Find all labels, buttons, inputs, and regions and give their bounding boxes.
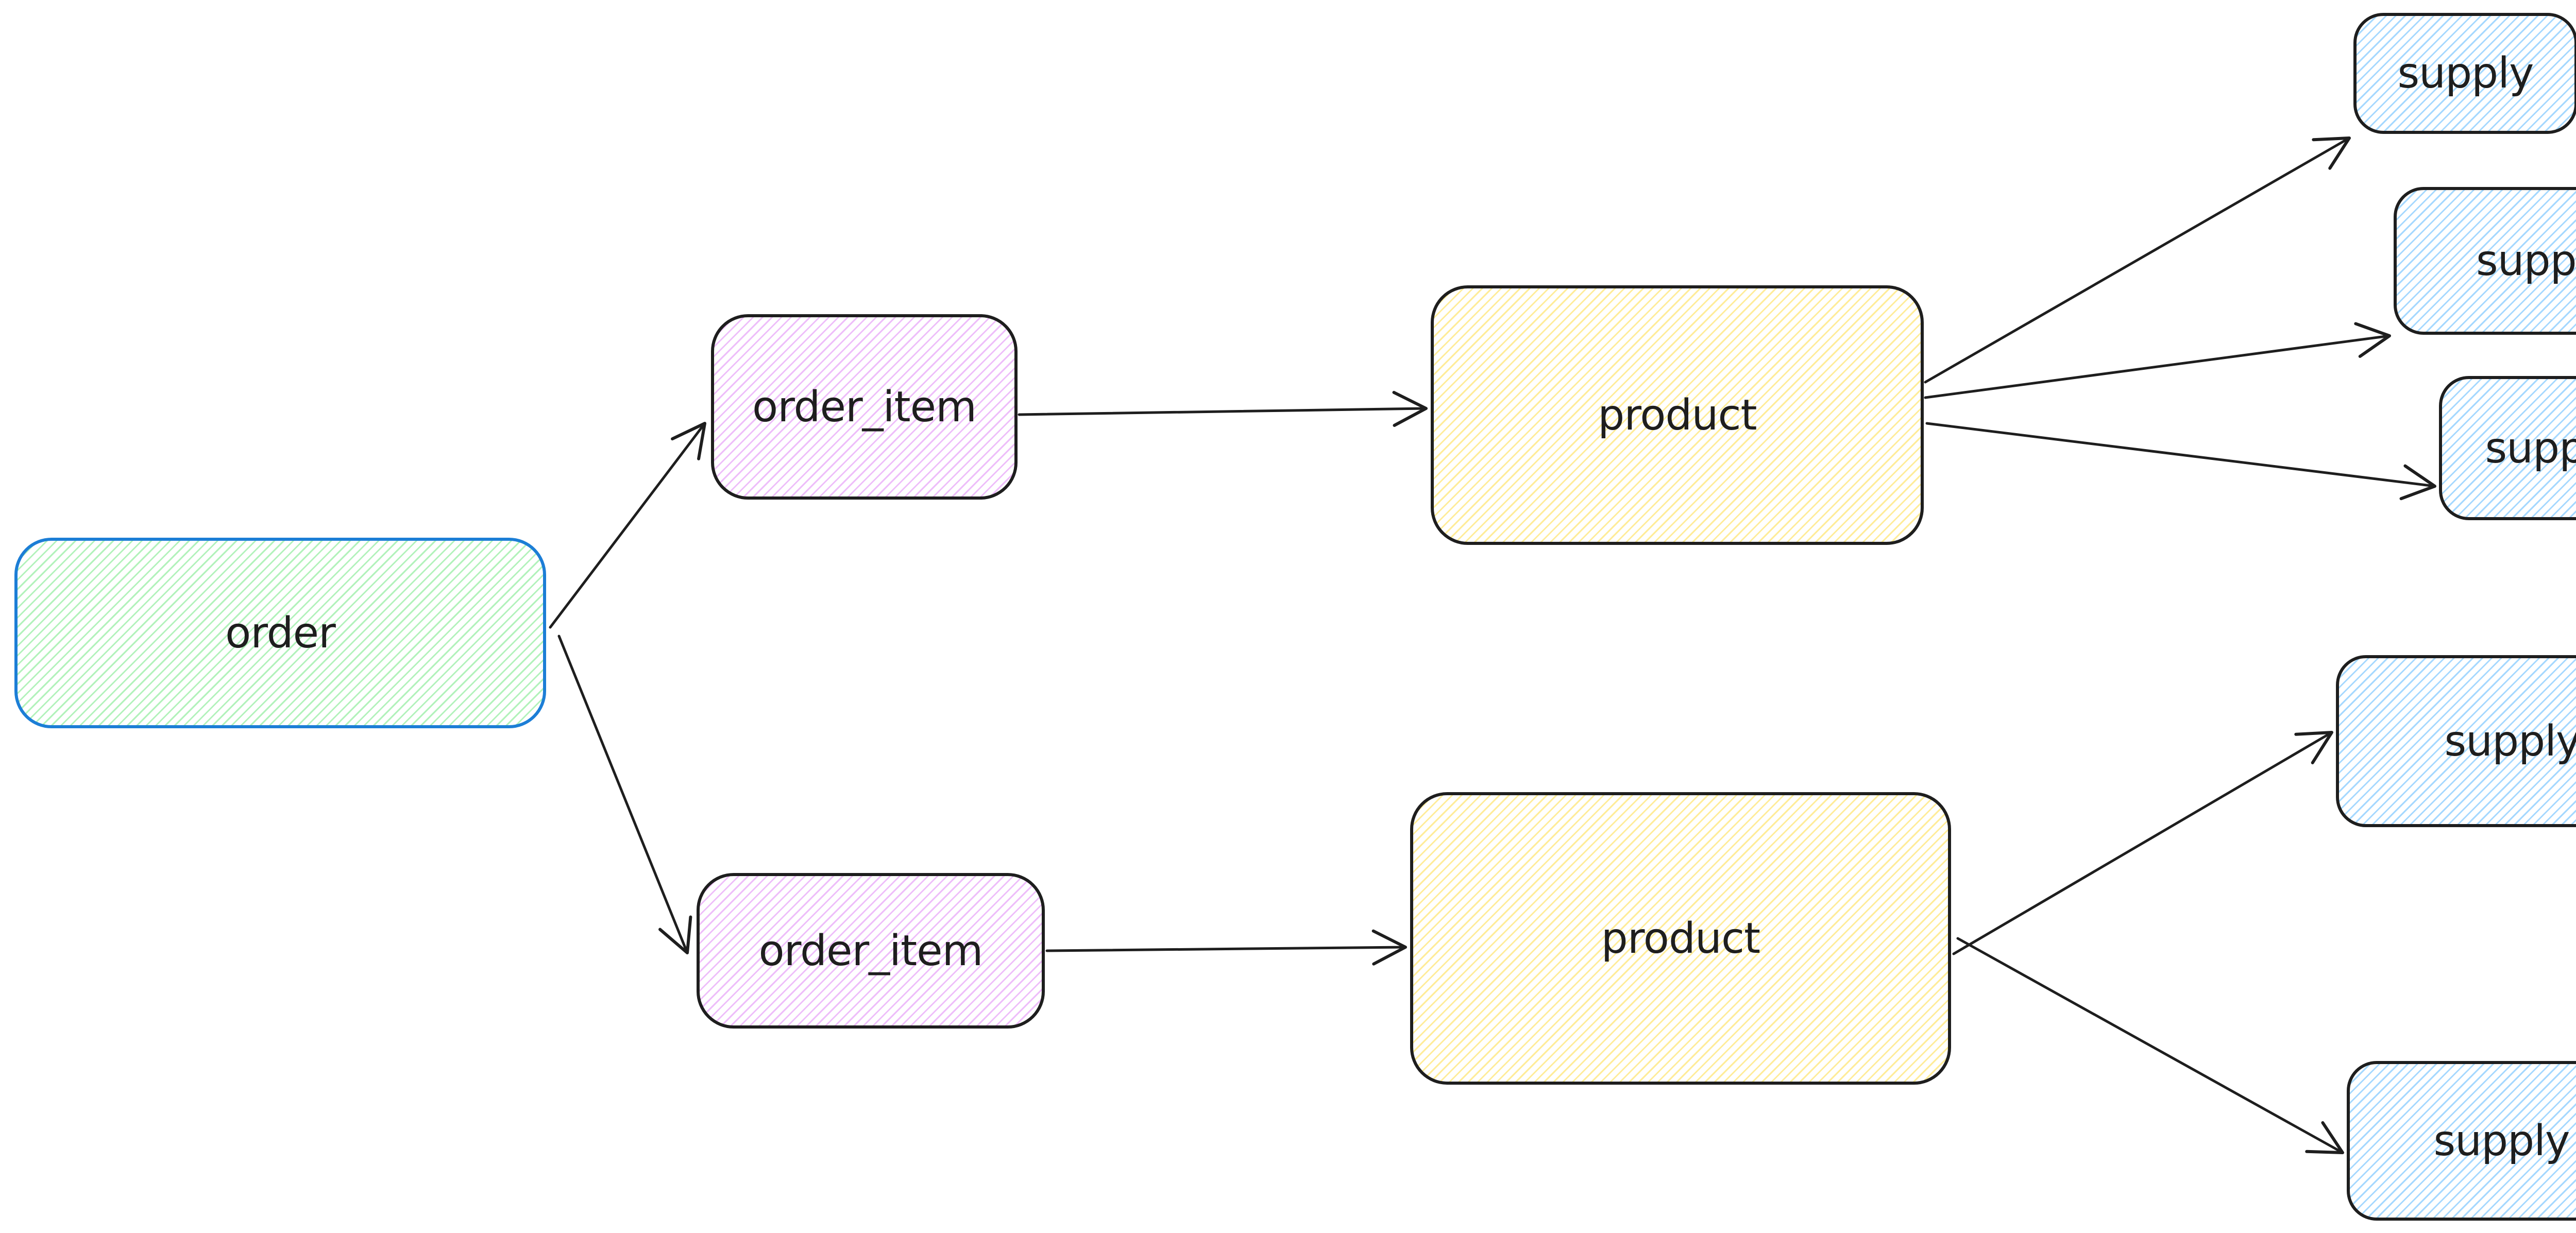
- node-supply-5[interactable]: supply: [2347, 1061, 2576, 1221]
- arrow-product_2-to-supply_4[interactable]: [1952, 731, 2333, 955]
- node-supply-3[interactable]: supply: [2439, 376, 2576, 520]
- arrow-product_1-to-supply_3[interactable]: [1925, 422, 2436, 501]
- arrow-product_1-to-supply_1[interactable]: [1924, 136, 2351, 384]
- node-label: product: [1598, 390, 1757, 440]
- arrow-order_item_2-to-product_2[interactable]: [1045, 929, 1407, 966]
- node-label: supply: [2444, 716, 2576, 766]
- node-supply-2[interactable]: supply: [2394, 187, 2576, 335]
- arrow-product_1-to-supply_2[interactable]: [1924, 322, 2391, 399]
- arrow-order_item_1-to-product_1[interactable]: [1018, 390, 1428, 427]
- node-label: supply: [2397, 49, 2534, 98]
- node-product-top[interactable]: product: [1431, 285, 1924, 545]
- node-label: product: [1601, 914, 1760, 963]
- node-label: order_item: [758, 926, 984, 975]
- node-label: supply: [2485, 423, 2576, 473]
- node-label: supply: [2433, 1116, 2570, 1166]
- arrow-product_2-to-supply_5[interactable]: [1956, 937, 2344, 1154]
- node-order-item-top[interactable]: order_item: [711, 314, 1018, 500]
- node-label: order_item: [752, 382, 977, 432]
- node-label: order: [225, 608, 336, 658]
- arrow-order-to-order_item_2[interactable]: [557, 635, 692, 954]
- node-order-item-bottom[interactable]: order_item: [697, 873, 1045, 1029]
- arrow-order-to-order_item_1[interactable]: [549, 422, 706, 629]
- node-supply-1[interactable]: supply: [2353, 13, 2576, 134]
- node-supply-4[interactable]: supply: [2336, 655, 2576, 827]
- node-order[interactable]: order: [14, 538, 546, 728]
- node-label: supply: [2476, 236, 2576, 285]
- node-product-bottom[interactable]: product: [1410, 792, 1951, 1085]
